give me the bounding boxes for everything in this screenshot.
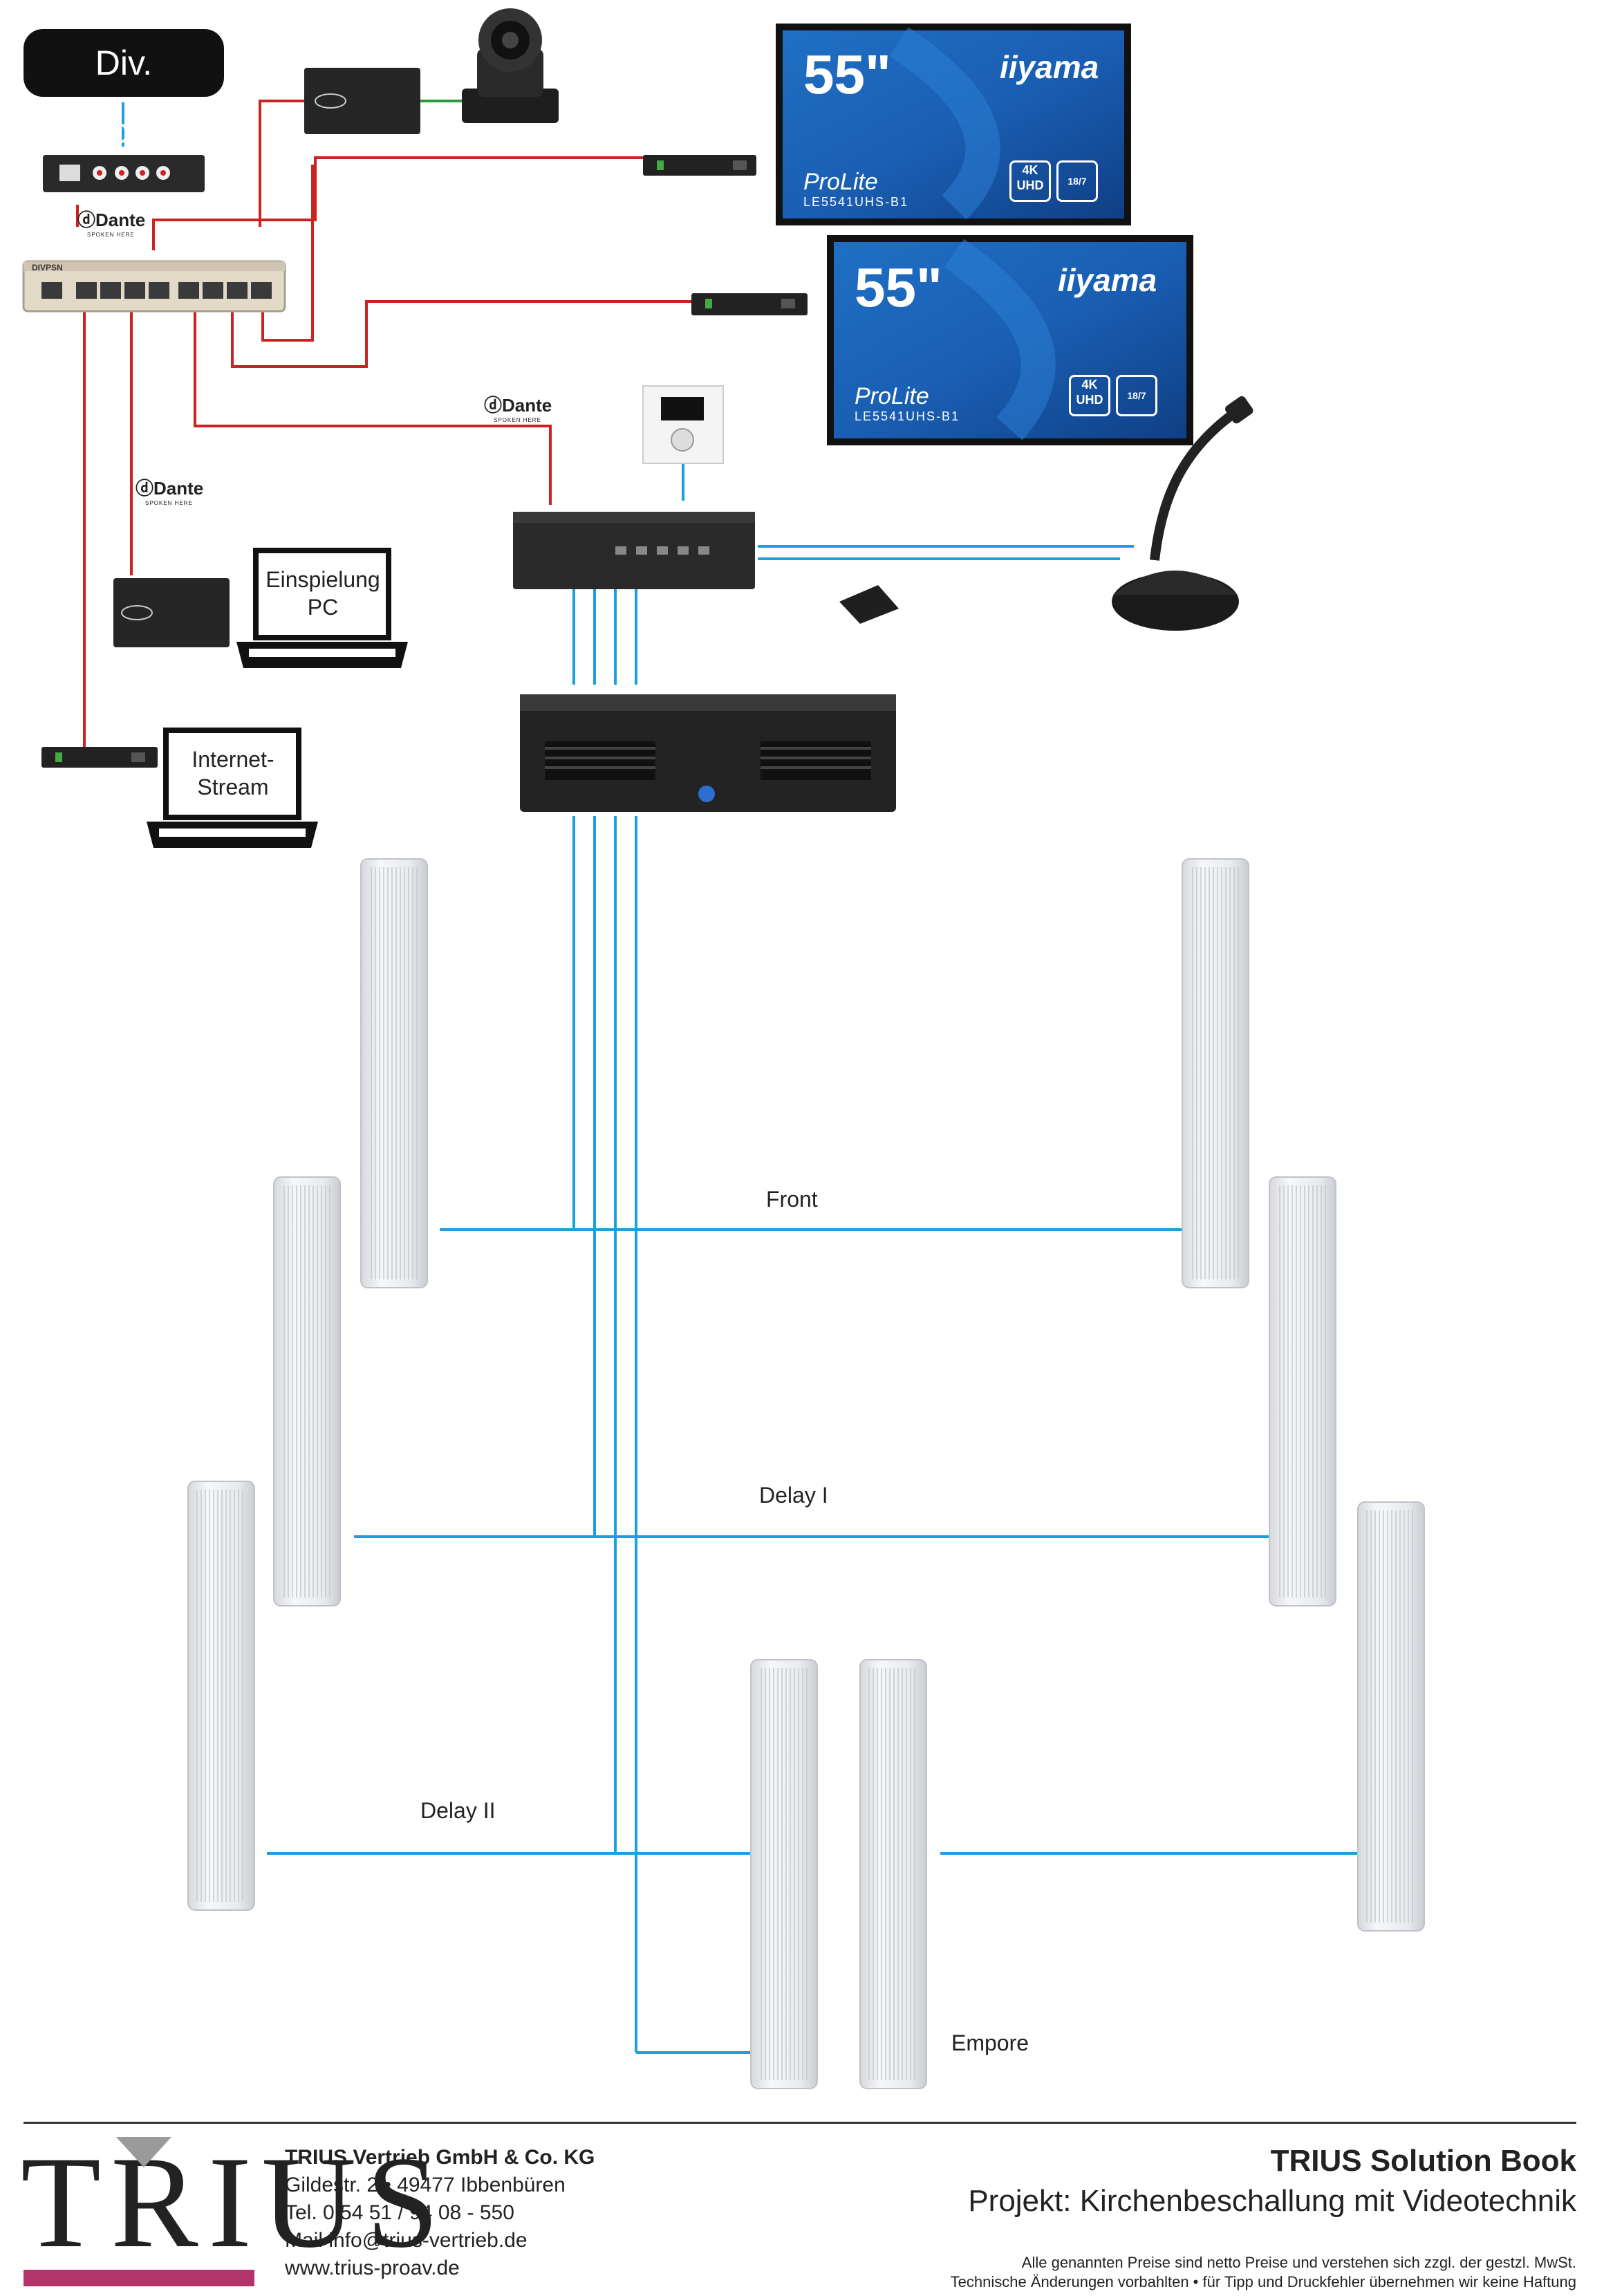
display-2-brand: iiyama [1058, 262, 1157, 298]
zone-delay2-label: Delay II [420, 1798, 496, 1823]
display-2-size: 55" [855, 257, 942, 318]
laptop-stream [147, 728, 318, 848]
display-1-brand: iiyama [1000, 49, 1099, 85]
amplifier [520, 694, 896, 812]
display-1-series: ProLite [803, 169, 878, 195]
speaker-delay2-left [187, 1481, 255, 1911]
disclaimer: Alle genannten Preise sind netto Preise … [950, 2254, 1576, 2290]
extender-stream [41, 747, 158, 768]
extender-display-1 [643, 155, 756, 176]
encoder-pc [113, 578, 230, 647]
company-mail: Mail info@trius-vertrieb.de [285, 2229, 528, 2252]
project-title: Projekt: Kirchenbeschallung mit Videotec… [968, 2184, 1576, 2218]
display-1-model: LE5541UHS-B1 [803, 195, 909, 209]
display-2-model: LE5541UHS-B1 [855, 409, 960, 423]
sources-badge: Div. Zuspieler [24, 29, 224, 150]
speakers [187, 858, 1425, 2089]
stream-label: Internet-Stream [192, 747, 274, 799]
network-switch [22, 260, 286, 313]
footer-divider [24, 2122, 1576, 2124]
zone-delay1-label: Delay I [759, 1483, 828, 1508]
wall-control-panel [642, 385, 724, 464]
display-1-size: 55" [803, 44, 891, 105]
gooseneck-microphone [1112, 396, 1253, 631]
zone-empore-label: Empore [951, 2030, 1029, 2055]
speaker-empore-right [859, 1659, 927, 2089]
company-web: www.trius-proav.de [285, 2257, 460, 2279]
company-street: Gildestr. 2 • 49477 Ibbenbüren [285, 2174, 566, 2196]
zone-front-label: Front [766, 1187, 818, 1212]
speaker-front-left [360, 858, 428, 1288]
company-phone: Tel. 0 54 51 / 94 08 - 550 [285, 2201, 514, 2224]
network-cables [76, 100, 691, 747]
laptop-pc [236, 548, 408, 668]
display-1 [776, 24, 1131, 225]
audio-cables [122, 102, 1358, 2054]
speaker-delay1-right [1269, 1176, 1336, 1607]
book-title: TRIUS Solution Book [1270, 2144, 1576, 2178]
trius-logo: TRIUS [21, 2130, 449, 2275]
dante-interface [43, 155, 205, 192]
display-2-247-badge: 18/7 [1116, 375, 1157, 416]
company-name: TRIUS Vertrieb GmbH & Co. KG [285, 2146, 595, 2169]
speaker-front-right [1182, 858, 1249, 1288]
display-2-series: ProLite [855, 383, 929, 409]
logo-accent-bar [24, 2270, 254, 2286]
dsp-mixer [513, 512, 755, 589]
extender-display-2 [691, 293, 808, 315]
encoder-camera [304, 68, 420, 134]
speaker-delay2-right [1357, 1501, 1425, 1932]
ptz-camera [462, 8, 559, 123]
speaker-empore-left [750, 1659, 818, 2089]
display-1-247-badge: 18/7 [1056, 160, 1098, 202]
boundary-microphone [839, 585, 899, 624]
logo-triangle-icon [116, 2137, 171, 2167]
display-2 [827, 235, 1193, 445]
company-info: TRIUS Vertrieb GmbH & Co. KG Gildestr. 2… [285, 2144, 595, 2282]
switch-brand: DIVPSN [32, 263, 63, 272]
speaker-delay1-left [273, 1176, 341, 1607]
